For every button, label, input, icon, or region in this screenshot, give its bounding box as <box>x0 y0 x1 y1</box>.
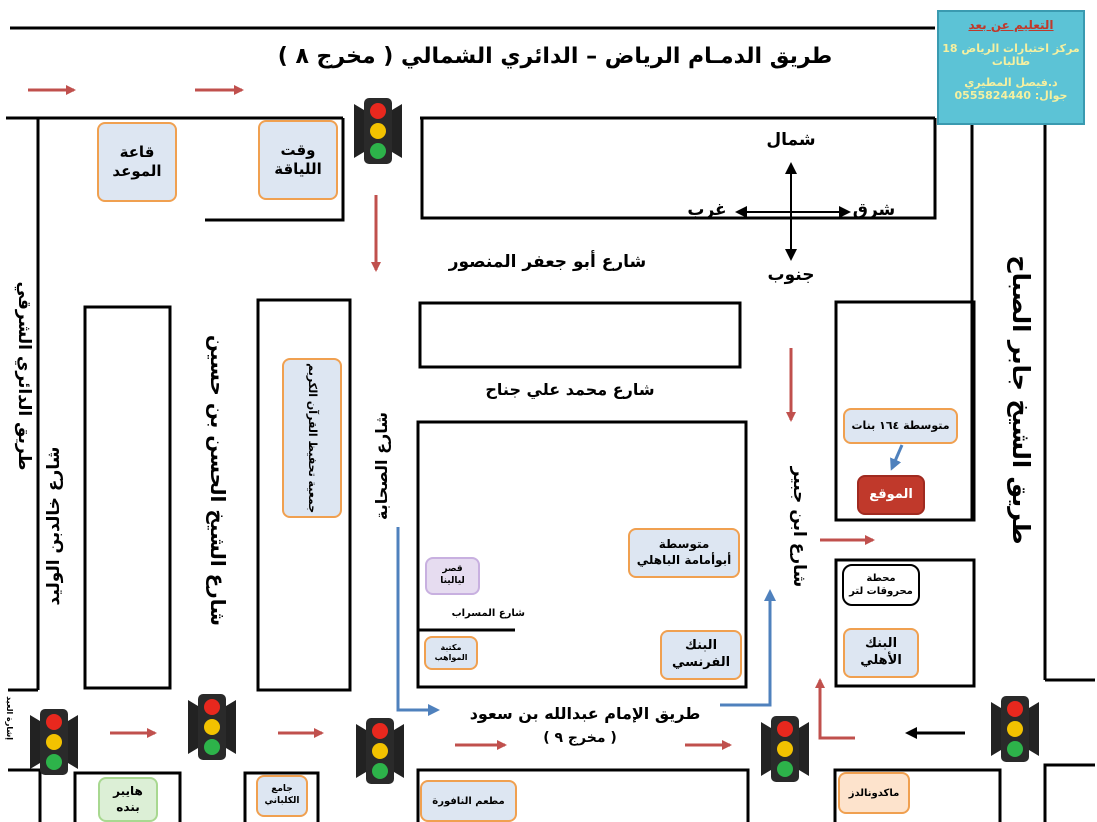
compass-south: جنوب <box>767 265 815 285</box>
block-station <box>834 558 976 688</box>
location-marker: الموقع <box>857 475 925 515</box>
red-arrows <box>28 85 875 750</box>
bottom-block-b <box>73 771 182 822</box>
blue-route-a <box>396 527 440 716</box>
block-location <box>834 300 976 522</box>
bottom-block-d <box>416 768 750 822</box>
traffic-light-icon <box>30 709 78 775</box>
traffic-light-icon <box>356 718 404 784</box>
street-exit-9: ( مخرج ٩ ) <box>543 730 617 746</box>
place-mcdonalds: ماكدونالدز <box>838 772 910 814</box>
street-eastern-ring: طريق الدائري الشرقي <box>14 281 34 471</box>
street-masrab: شارع المسراب <box>451 608 525 619</box>
info-line-4: جوال: 0555824440 <box>954 89 1068 102</box>
map-title: طريق الدمـام الرياض – الدائري الشمالي ( … <box>277 44 833 69</box>
street-jinnah: شارع محمد علي جناح <box>485 380 655 399</box>
block-waqt-edge <box>205 118 345 222</box>
compass-north: شمال <box>766 130 816 150</box>
info-heading: التعليم عن بعد <box>968 18 1054 32</box>
compass <box>735 162 851 261</box>
compass-west: غرب <box>687 200 727 220</box>
info-line-2: طالبات <box>991 55 1031 68</box>
traffic-light-icon <box>991 696 1039 762</box>
street-abu-jafar: شارع أبو جعفر المنصور <box>448 252 647 272</box>
blue-pointer <box>890 444 904 471</box>
block-north-center <box>420 118 937 220</box>
place-tahfeez: جمعية تحفيظ القرآن الكريم <box>282 358 342 518</box>
block-outlines <box>6 26 1095 822</box>
traffic-light-icon <box>188 694 236 760</box>
info-line-3: د.فيصل المطيري <box>964 76 1058 89</box>
bottom-block-f <box>1043 763 1095 822</box>
info-box: التعليم عن بعد مركز اختبارات الرياض 18 ط… <box>937 10 1085 125</box>
blue-route-b <box>720 589 776 707</box>
street-sahaba: شارع الصحابة <box>372 412 391 520</box>
bottom-block-c <box>243 771 320 822</box>
street-sheikh-jaber: طريق الشيخ جابر الصباح <box>1007 255 1035 545</box>
block-hassan <box>256 298 352 692</box>
label-eid-signal: إشارة العيد <box>5 696 14 740</box>
block-khalid <box>83 305 172 690</box>
bottom-block-a <box>8 768 42 822</box>
place-school-164: متوسطة ١٦٤ بنات <box>843 408 958 444</box>
street-ibn-jubair: شارع ابن جبير <box>789 466 809 588</box>
street-imam-road: طريق الإمام عبدالله بن سعود <box>469 704 701 723</box>
block-center <box>416 420 748 689</box>
street-hassan: شارع الشيخ الحسن بن حسين <box>206 334 230 626</box>
info-line-1: مركز اختبارات الرياض 18 <box>942 42 1080 55</box>
block-abu-jafar <box>418 301 742 369</box>
bottom-block-e <box>833 768 1002 822</box>
arrow-uturn <box>815 678 855 740</box>
street-khalid: شارع خالدبن الوليد <box>44 446 64 606</box>
traffic-light-icon <box>761 716 809 782</box>
place-nafoura-restaurant: مطعم النافورة <box>420 780 517 822</box>
compass-east: شرق <box>852 200 896 220</box>
traffic-light-icon <box>354 98 402 164</box>
blue-arrows <box>396 444 904 716</box>
